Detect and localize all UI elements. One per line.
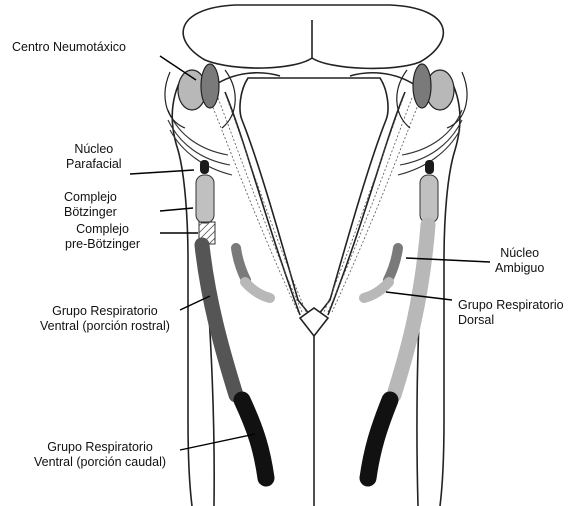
label-vrg-caudal: Grupo Respiratorio Ventral (porción caud… bbox=[34, 440, 166, 470]
label-drg: Grupo Respiratorio Dorsal bbox=[458, 298, 564, 328]
left-respiratory-columns bbox=[196, 160, 266, 478]
label-parafacial-line2: Parafacial bbox=[66, 157, 122, 172]
label-botzinger-line2: Bötzinger bbox=[64, 205, 117, 220]
label-pre-botzinger-line1: Complejo bbox=[65, 222, 140, 237]
label-pneumotaxic-center: Centro Neumotáxico bbox=[12, 40, 126, 55]
label-ambiguus-line1: Núcleo bbox=[495, 246, 544, 261]
label-ambiguus-line2: Ambiguo bbox=[495, 261, 544, 276]
label-drg-line1: Grupo Respiratorio bbox=[458, 298, 564, 313]
label-vrg-rostral-line1: Grupo Respiratorio bbox=[40, 304, 170, 319]
label-vrg-rostral: Grupo Respiratorio Ventral (porción rost… bbox=[40, 304, 170, 334]
botzinger-complex bbox=[196, 175, 214, 223]
drg-right bbox=[364, 282, 389, 298]
vrg-caudal bbox=[242, 400, 266, 478]
nucleus-ambiguus-right bbox=[388, 248, 398, 280]
label-pre-botzinger: Complejo pre-Bötzinger bbox=[65, 222, 140, 252]
botzinger-complex-right bbox=[420, 175, 438, 223]
right-respiratory-columns bbox=[368, 160, 438, 478]
label-vrg-caudal-line1: Grupo Respiratorio bbox=[34, 440, 166, 455]
vrg-rostral bbox=[202, 245, 236, 395]
leader-parafacial bbox=[130, 170, 194, 174]
vrg-caudal-right bbox=[368, 400, 390, 478]
leader-pneumotaxic bbox=[160, 56, 196, 80]
label-drg-line2: Dorsal bbox=[458, 313, 564, 328]
nucleus-ambiguus-left bbox=[236, 248, 246, 280]
parafacial-nucleus bbox=[200, 160, 209, 174]
label-nucleus-ambiguus: Núcleo Ambiguo bbox=[495, 246, 544, 276]
parafacial-nucleus-right bbox=[425, 160, 434, 174]
label-parafacial: Núcleo Parafacial bbox=[66, 142, 122, 172]
label-vrg-rostral-line2: Ventral (porción rostral) bbox=[40, 319, 170, 334]
label-botzinger: Complejo Bötzinger bbox=[64, 190, 117, 220]
label-parafacial-line1: Núcleo bbox=[66, 142, 122, 157]
drg-left bbox=[245, 282, 270, 298]
leader-botzinger bbox=[160, 208, 193, 211]
label-pre-botzinger-line2: pre-Bötzinger bbox=[65, 237, 140, 252]
label-vrg-caudal-line2: Ventral (porción caudal) bbox=[34, 455, 166, 470]
label-botzinger-line1: Complejo bbox=[64, 190, 117, 205]
leader-vrg-caudal bbox=[180, 434, 255, 450]
